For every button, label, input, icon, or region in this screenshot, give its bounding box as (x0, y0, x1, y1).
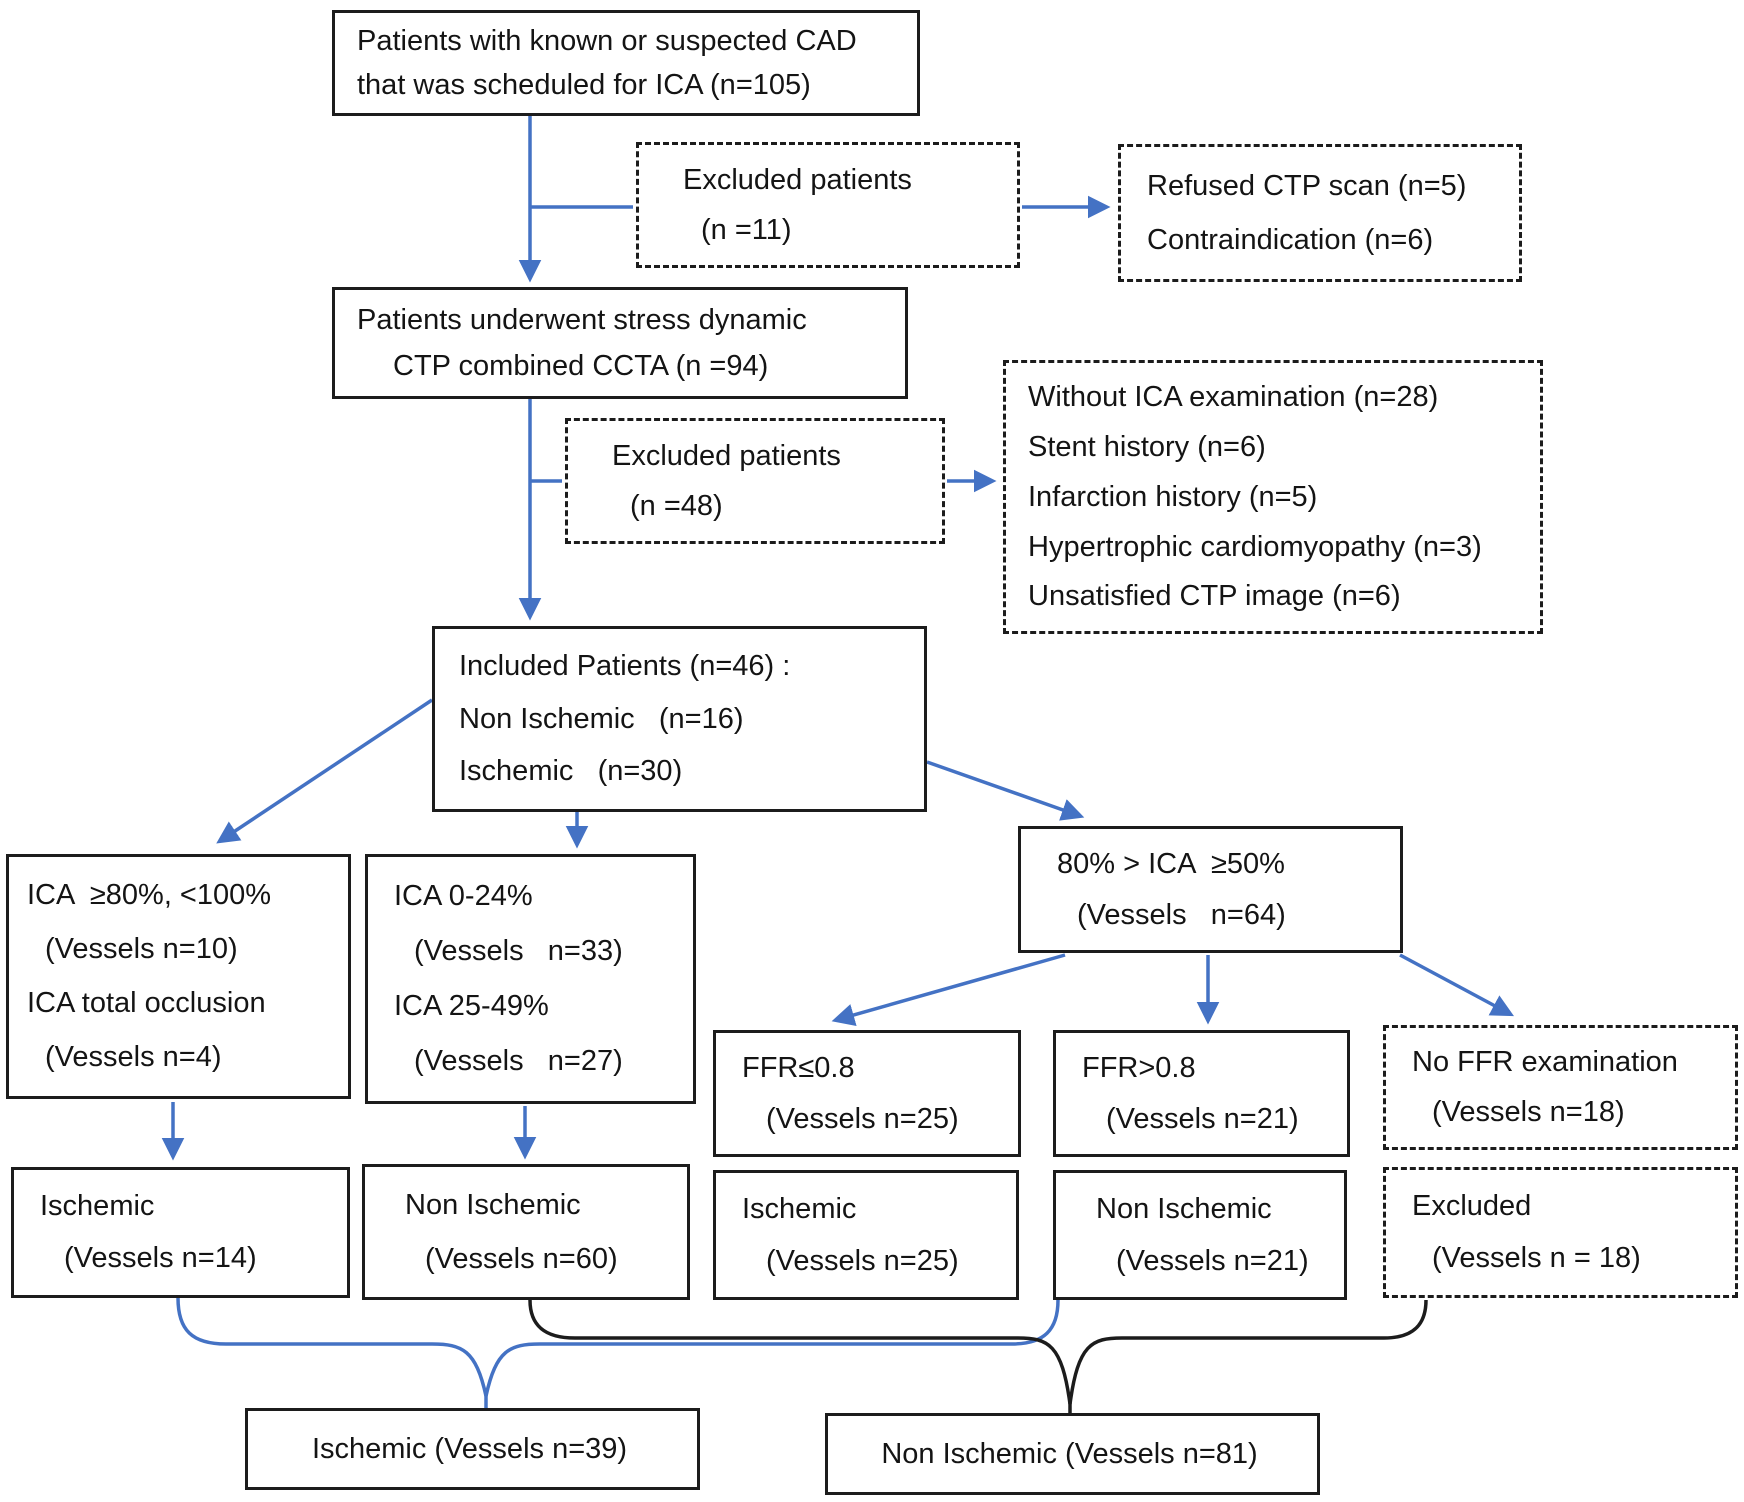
node-line: Unsatisfied CTP image (n=6) (1028, 580, 1401, 613)
node-line: Non Ischemic (Vessels n=81) (881, 1437, 1258, 1470)
node-ffr-low: FFR≤0.8 (Vessels n=25) (713, 1030, 1021, 1157)
node-line: (Vessels n = 18) (1432, 1242, 1641, 1275)
node-line: (Vessels n=60) (425, 1242, 618, 1275)
brace-ischemic-merge (176, 1297, 1060, 1397)
node-line: (Vessels n=27) (414, 1045, 623, 1078)
node-line: Stent history (n=6) (1028, 431, 1266, 464)
brace-non-ischemic-merge (528, 1299, 1428, 1405)
node-line: (Vessels n=25) (766, 1102, 959, 1135)
node-line: CTP combined CCTA (n =94) (393, 349, 769, 382)
node-exclusion-reasons-ctp: Refused CTP scan (n=5) Contraindication … (1118, 144, 1522, 282)
node-line: that was scheduled for ICA (n=105) (357, 68, 811, 101)
node-line: Hypertrophic cardiomyopathy (n=3) (1028, 530, 1482, 563)
node-line: ICA total occlusion (27, 987, 266, 1020)
node-line: (Vessels n=25) (766, 1244, 959, 1277)
arrow-included-to-ica-mid (926, 760, 1085, 821)
node-line: (Vessels n=33) (414, 935, 623, 968)
node-exclusion-reasons-ica: Without ICA examination (n=28) Stent his… (1003, 360, 1543, 634)
node-line: Non Ischemic (405, 1189, 581, 1222)
node-line: Refused CTP scan (n=5) (1147, 169, 1467, 202)
node-excluded-patients-11: Excluded patients (n =11) (636, 142, 1020, 268)
node-line: Excluded (1412, 1190, 1532, 1223)
node-non-ischemic-total: Non Ischemic (Vessels n=81) (825, 1413, 1320, 1495)
node-line: (Vessels n=21) (1106, 1102, 1299, 1135)
node-line: Without ICA examination (n=28) (1028, 381, 1439, 414)
node-line: (Vessels n=21) (1116, 1244, 1309, 1277)
node-line: Non Ischemic (1096, 1193, 1272, 1226)
node-excluded-patients-48: Excluded patients (n =48) (565, 418, 945, 544)
node-line: Included Patients (n=46) : (459, 650, 791, 683)
node-line: Excluded patients (612, 439, 841, 472)
node-line: ICA ≥80%, <100% (27, 879, 272, 912)
node-line: Patients with known or suspected CAD (357, 25, 857, 58)
node-line: Ischemic (Vessels n=39) (311, 1432, 628, 1465)
node-line: Patients underwent stress dynamic (357, 304, 807, 337)
node-line: (Vessels n=18) (1432, 1096, 1625, 1129)
node-ica-severe-stenosis: ICA ≥80%, <100% (Vessels n=10) ICA total… (6, 854, 351, 1099)
node-line: Non Ischemic (n=16) (459, 702, 744, 735)
node-line: ICA 0-24% (394, 880, 533, 913)
node-line: Contraindication (n=6) (1147, 223, 1434, 256)
node-line: Infarction history (n=5) (1028, 480, 1318, 513)
node-line: 80% > ICA ≥50% (1057, 848, 1285, 881)
node-ischemic-14: Ischemic (Vessels n=14) (11, 1167, 350, 1298)
node-line: (Vessels n=4) (45, 1041, 222, 1074)
node-non-ischemic-21: Non Ischemic (Vessels n=21) (1053, 1170, 1347, 1300)
node-no-ffr-examination: No FFR examination (Vessels n=18) (1383, 1025, 1738, 1150)
node-non-ischemic-60: Non Ischemic (Vessels n=60) (362, 1164, 690, 1300)
node-line: (n =48) (630, 489, 723, 522)
node-ica-mild-stenosis: ICA 0-24% (Vessels n=33) ICA 25-49% (Ves… (365, 854, 696, 1104)
arrow-included-to-ica-severe (216, 698, 433, 844)
node-line: (n =11) (701, 213, 792, 246)
node-ischemic-total: Ischemic (Vessels n=39) (245, 1408, 700, 1490)
node-line: FFR≤0.8 (742, 1052, 855, 1085)
node-line: (Vessels n=10) (45, 933, 238, 966)
node-line: (Vessels n=64) (1077, 898, 1286, 931)
node-excluded-vessels: Excluded (Vessels n = 18) (1383, 1167, 1738, 1298)
node-line: Ischemic (n=30) (459, 755, 683, 788)
arrow-ica-mid-to-ffr-low (831, 953, 1066, 1026)
node-ffr-high: FFR>0.8 (Vessels n=21) (1053, 1030, 1350, 1157)
node-line: Ischemic (40, 1190, 155, 1223)
node-line: No FFR examination (1412, 1046, 1678, 1079)
arrow-ica-mid-to-no-ffr (1399, 953, 1515, 1017)
node-scheduled-patients: Patients with known or suspected CAD tha… (332, 10, 920, 116)
node-ischemic-25: Ischemic (Vessels n=25) (713, 1170, 1019, 1300)
node-line: Ischemic (742, 1193, 857, 1226)
node-line: (Vessels n=14) (64, 1242, 257, 1275)
node-line: Excluded patients (683, 163, 912, 196)
node-included-patients: Included Patients (n=46) : Non Ischemic … (432, 626, 927, 812)
node-line: FFR>0.8 (1082, 1052, 1196, 1085)
node-line: ICA 25-49% (394, 990, 549, 1023)
node-underwent-ctp-ccta: Patients underwent stress dynamic CTP co… (332, 287, 908, 399)
node-ica-intermediate-stenosis: 80% > ICA ≥50% (Vessels n=64) (1018, 826, 1403, 953)
